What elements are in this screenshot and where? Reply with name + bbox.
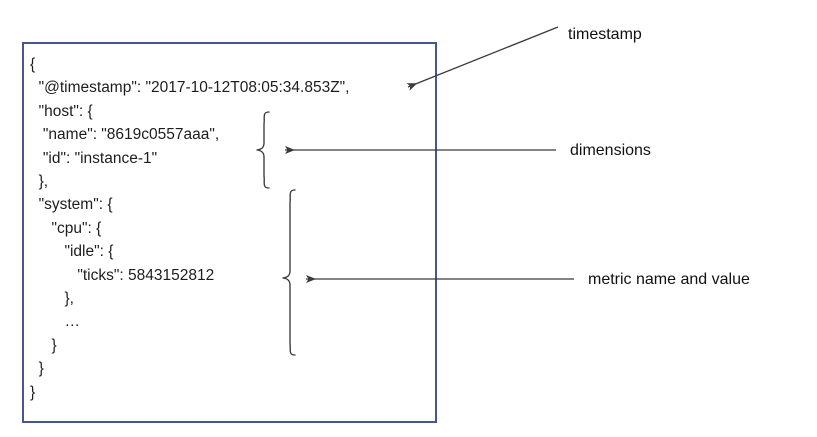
annotation-label-timestamp: timestamp xyxy=(568,26,642,43)
json-document-text: { "@timestamp": "2017-10-12T08:05:34.853… xyxy=(30,56,350,401)
json-document-box xyxy=(22,42,437,423)
annotation-label-dimensions: dimensions xyxy=(570,142,651,159)
annotation-label-metric: metric name and value xyxy=(588,271,750,288)
